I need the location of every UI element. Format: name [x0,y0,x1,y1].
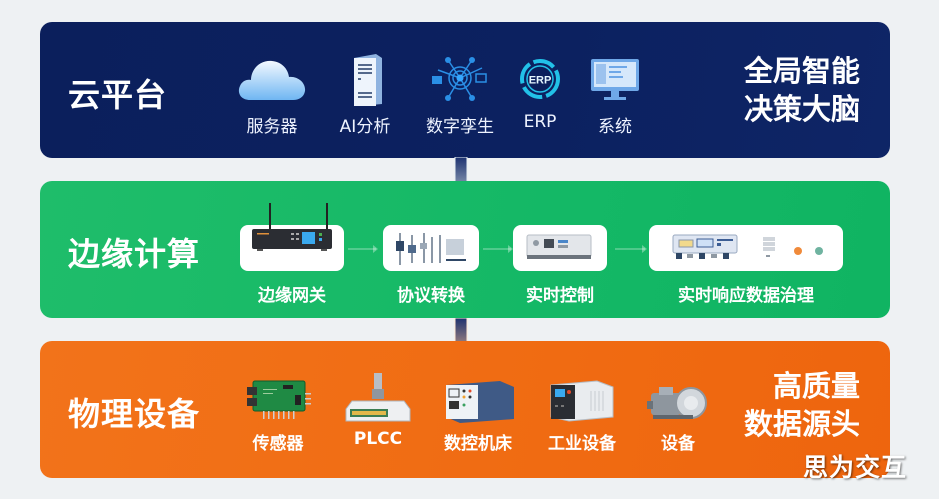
cloud-item-label: 系统 [598,117,632,137]
plcc-joystick-icon [345,373,411,422]
physical-layer-tagline: 高质量 数据源头 [744,367,860,443]
edge-item-label: 协议转换 [397,286,465,306]
controller-box-icon [526,234,592,259]
physical-item-label: 传感器 [252,434,304,454]
watermark-text: 思为交互 [803,453,908,482]
cloud-item-ai-analysis[interactable]: AI分析 [330,52,400,142]
sensor-board-icon [247,380,311,419]
protocol-converter-icon [396,233,466,265]
edge-computing-layer: 边缘计算 边缘网关 [40,181,890,318]
physical-item-sensor[interactable]: 传感器 [236,377,320,463]
physical-devices-layer: 物理设备 传感器 PLCC [40,341,890,478]
physical-item-plcc[interactable]: PLCC [338,371,418,463]
cloud-layer-tagline: 全局智能 决策大脑 [744,52,860,128]
edge-item-gateway[interactable]: 边缘网关 [240,195,344,306]
digital-twin-network-icon [432,57,487,101]
svg-text:ERP: ERP [529,75,552,87]
cloud-tagline-line1: 全局智能 [743,54,860,88]
physical-item-label: 设备 [661,434,695,454]
physical-tagline-line1: 高质量 [772,369,860,403]
server-tower-icon [354,54,382,106]
cloud-icon [238,60,306,100]
cloud-tagline-line2: 决策大脑 [743,92,860,126]
edge-item-protocol-conversion[interactable]: 协议转换 [383,195,479,306]
cloud-item-label: 服务器 [246,117,298,137]
physical-item-industrial-equipment[interactable]: 工业设备 [537,377,627,463]
connector-arrow [348,245,378,253]
cloud-item-digital-twin[interactable]: 数字孪生 [420,52,500,142]
cloud-item-label: ERP [523,112,557,132]
edge-item-label: 实时控制 [526,286,594,306]
cloud-item-erp[interactable]: ERP ERP [510,52,570,142]
monitor-icon [591,59,639,100]
edge-item-label: 边缘网关 [258,286,326,306]
erp-gear-icon: ERP [520,59,560,99]
edge-layer-title: 边缘计算 [68,235,201,273]
cloud-item-system[interactable]: 系统 [583,52,647,142]
edge-item-realtime-control[interactable]: 实时控制 [513,195,607,306]
cnc-machine-icon [446,381,514,423]
connector-arrow [483,245,513,253]
physical-item-label: 工业设备 [548,434,616,454]
edge-item-label: 实时响应数据治理 [678,286,814,306]
physical-item-label: 数控机床 [444,434,512,454]
cloud-platform-layer: 云平台 服务器 AI分析 [40,22,890,158]
physical-tagline-line2: 数据源头 [743,407,860,441]
connector-arrow [615,245,647,253]
physical-item-equipment[interactable]: 设备 [638,377,718,463]
physical-item-cnc-machine[interactable]: 数控机床 [436,377,520,463]
data-governance-device-icon [672,234,823,259]
cloud-item-label: 数字孪生 [426,117,494,137]
cloud-layer-title: 云平台 [68,76,168,114]
edge-item-data-governance[interactable]: 实时响应数据治理 [649,195,843,306]
cloud-item-server[interactable]: 服务器 [232,52,312,142]
edge-gateway-router-icon [252,203,332,251]
physical-item-label: PLCC [353,429,403,449]
motor-pump-icon [647,387,707,419]
physical-layer-title: 物理设备 [68,395,201,433]
cloud-item-label: AI分析 [339,117,391,137]
industrial-equipment-icon [550,380,614,422]
